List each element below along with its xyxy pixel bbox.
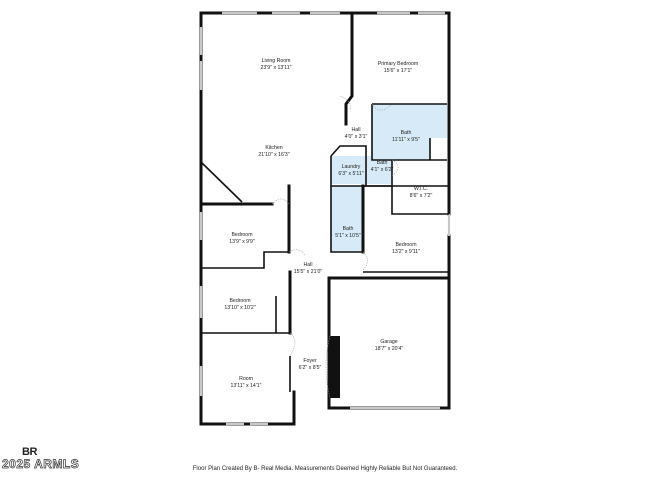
dim-room: 13'11" x 14'1"	[231, 383, 262, 389]
bath-toilet-fill	[366, 156, 392, 184]
dim-bath-hall: 5'1" x 10'5"	[335, 233, 361, 239]
laundry-fill	[331, 156, 366, 184]
label-hall-main: Hall	[304, 262, 313, 268]
dim-primary-bedroom: 15'6" x 17'1"	[384, 68, 413, 74]
dim-wic: 8'6" x 7'2"	[410, 193, 433, 199]
dim-hall-small: 4'0" x 3'1"	[345, 134, 368, 140]
dim-laundry: 6'3" x 5'11"	[338, 171, 363, 177]
dim-garage: 18'7" x 20'4"	[375, 346, 404, 352]
label-bath-hall: Bath	[343, 226, 354, 232]
label-garage: Garage	[380, 339, 397, 345]
label-bath-primary: Bath	[401, 130, 412, 136]
footer-disclaimer: Floor Plan Created By B- Real Media. Mea…	[192, 466, 458, 472]
label-living-room: Living Room	[262, 58, 291, 64]
dim-kitchen: 21'10" x 16'3"	[258, 152, 289, 158]
brokerage-logo: BR	[22, 446, 37, 458]
dim-bath-toilet: 4'1" x 6'2"	[371, 167, 394, 173]
bath-primary-fill	[372, 104, 447, 160]
dim-living-room: 23'9" x 13'11"	[261, 65, 292, 71]
label-wic: W.I.C.	[414, 186, 428, 192]
dim-bedroom-1: 13'9" x 9'9"	[229, 239, 255, 245]
label-foyer: Foyer	[303, 358, 317, 364]
dim-bedroom-3: 13'10" x 10'2"	[224, 305, 255, 311]
copyright-watermark: 2025 ARMLS	[2, 457, 80, 472]
label-laundry: Laundry	[342, 164, 361, 170]
windows	[199, 11, 451, 426]
label-primary-bedroom: Primary Bedroom	[378, 61, 418, 67]
dim-foyer: 6'2" x 8'5"	[299, 365, 322, 371]
label-bath-toilet: Bath	[377, 160, 388, 166]
door-swings	[271, 95, 399, 399]
interior-walls	[199, 11, 451, 398]
label-bedroom-3: Bedroom	[229, 298, 250, 304]
bath-hall-fill	[331, 186, 363, 252]
dim-bedroom-2: 13'2" x 9'11"	[392, 249, 420, 255]
label-kitchen: Kitchen	[265, 145, 282, 151]
dim-hall-main: 15'5" x 21'0"	[294, 269, 323, 275]
label-bedroom-2: Bedroom	[395, 242, 416, 248]
label-bedroom-1: Bedroom	[231, 232, 252, 238]
label-room: Room	[239, 376, 253, 382]
exterior-walls	[199, 11, 451, 426]
label-hall-small: Hall	[352, 127, 361, 133]
dim-bath-primary: 11'11" x 9'5"	[392, 137, 420, 143]
